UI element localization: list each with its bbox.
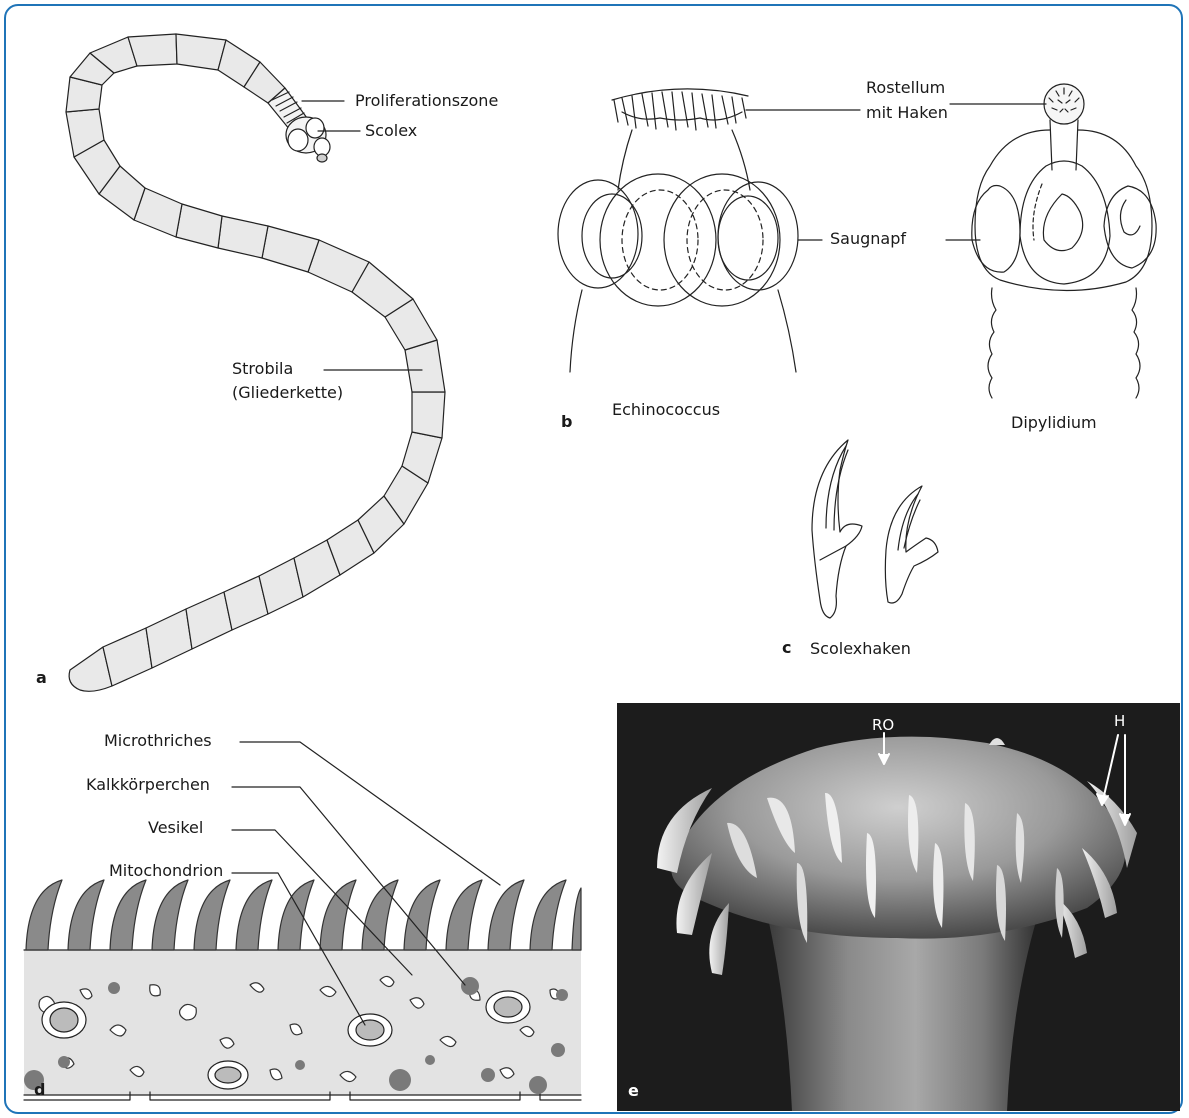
dipylidium-scolex	[972, 84, 1156, 398]
tegument-section	[24, 880, 581, 1100]
label-sucker: Saugnapf	[830, 229, 906, 249]
label-ro: RO	[872, 716, 894, 734]
label-strobila-sub: (Gliederkette)	[232, 383, 343, 403]
label-mitochondrion: Mitochondrion	[109, 861, 223, 881]
leader-microthriches	[240, 742, 500, 885]
label-h: H	[1114, 712, 1125, 730]
scolex-hooks	[812, 440, 938, 618]
label-dipylidium: Dipylidium	[1011, 413, 1097, 433]
label-microthriches: Microthriches	[104, 731, 212, 751]
label-echinococcus: Echinococcus	[612, 400, 720, 420]
panel-letter-b: b	[561, 412, 572, 431]
label-scolex-hooks: Scolexhaken	[810, 639, 911, 659]
label-rostellum: Rostellum	[866, 78, 945, 98]
label-strobila: Strobila	[232, 359, 293, 379]
label-proliferation-zone: Proliferationszone	[355, 91, 498, 111]
panel-letter-c: c	[782, 638, 791, 657]
panel-letter-a: a	[36, 668, 47, 687]
echinococcus-scolex	[558, 89, 798, 372]
sem-arrows	[879, 733, 1130, 825]
label-vesicle: Vesikel	[148, 818, 203, 838]
label-calcareous: Kalkkörperchen	[86, 775, 210, 795]
panel-letter-d: d	[34, 1080, 45, 1099]
label-scolex: Scolex	[365, 121, 417, 141]
label-rostellum-sub: mit Haken	[866, 103, 948, 123]
panel-letter-e: e	[628, 1081, 639, 1100]
